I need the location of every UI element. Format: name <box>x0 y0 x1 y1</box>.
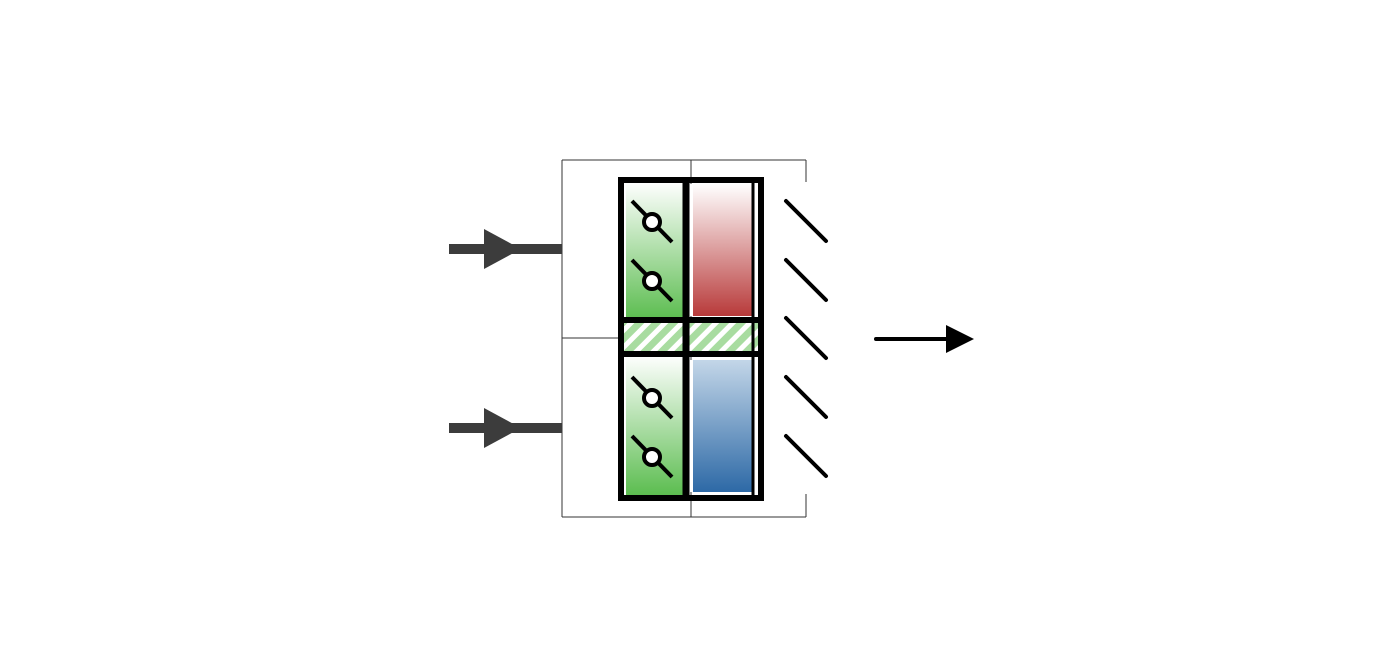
red-chamber <box>689 184 753 316</box>
input-arrow-bottom <box>449 408 562 448</box>
slash-mark <box>784 375 828 419</box>
input-arrow-top <box>449 229 562 269</box>
slash-mark <box>784 258 828 302</box>
switch-icon <box>630 199 674 244</box>
hatched-separator <box>622 322 759 352</box>
green-cell-top <box>622 182 684 319</box>
output-arrow <box>874 325 974 353</box>
blue-chamber <box>689 360 753 492</box>
slash-mark <box>784 434 828 478</box>
slash-marks <box>784 199 828 478</box>
green-cell-bottom <box>622 355 684 495</box>
switch-icon <box>630 434 674 479</box>
slash-mark <box>784 316 828 360</box>
switch-icon <box>630 375 674 420</box>
slash-mark <box>784 199 828 243</box>
switch-icon <box>630 258 674 303</box>
frame <box>618 177 764 501</box>
